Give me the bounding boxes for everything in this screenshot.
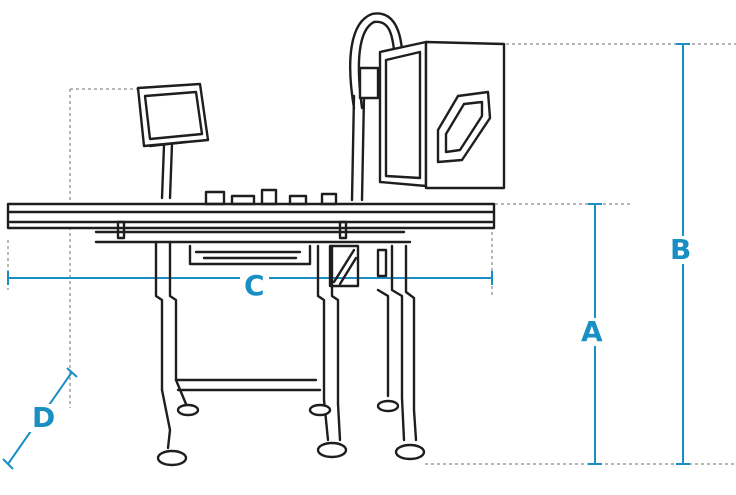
- dimension-b-label: B: [666, 236, 696, 264]
- dimension-a-label: A: [577, 318, 607, 346]
- lower-frame: [94, 220, 412, 288]
- detector-logo: [436, 90, 492, 164]
- foot-back-left: [176, 403, 200, 417]
- foot-front-left: [156, 449, 188, 467]
- right-legs: [308, 244, 426, 461]
- left-legs: [154, 240, 200, 467]
- guide-lines: [7, 43, 736, 465]
- dimension-c-label: C: [240, 272, 269, 300]
- foot-front-right: [394, 443, 426, 461]
- dimension-d-tick-bottom: [2, 458, 14, 470]
- dimension-d-tick-top: [66, 367, 78, 378]
- mounting-column: [350, 66, 380, 202]
- operator-screen: [136, 82, 210, 200]
- checkweigher-machine: [6, 12, 506, 467]
- conveyor: [6, 188, 496, 230]
- foot-back-right: [376, 399, 400, 413]
- dimension-d-label: D: [28, 404, 60, 432]
- foot-front-middle: [316, 441, 348, 459]
- cable-arch: [349, 12, 404, 110]
- dimension-lines: [2, 43, 690, 470]
- metal-detector: [378, 40, 506, 190]
- foot-back-middle: [308, 403, 332, 417]
